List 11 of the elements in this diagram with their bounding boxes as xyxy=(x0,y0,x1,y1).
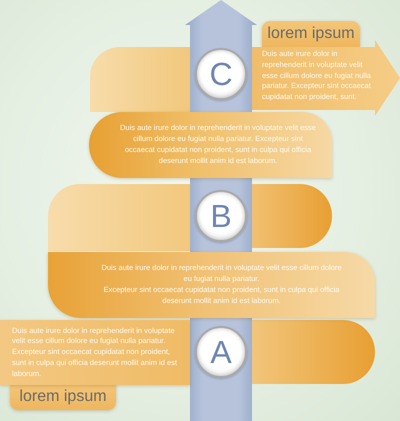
ribbon-band xyxy=(0,320,190,385)
title-tab xyxy=(262,21,360,47)
tab-title: lorem ipsum xyxy=(19,389,107,405)
step-letter: A xyxy=(210,336,232,368)
title-tab xyxy=(10,384,116,410)
step-letter: C xyxy=(209,58,233,90)
ribbon-banner xyxy=(252,40,400,116)
ribbon-band xyxy=(89,112,332,178)
ribbon-band xyxy=(48,252,375,318)
step-letter: B xyxy=(210,200,232,232)
tab-title: lorem ipsum xyxy=(267,26,355,42)
